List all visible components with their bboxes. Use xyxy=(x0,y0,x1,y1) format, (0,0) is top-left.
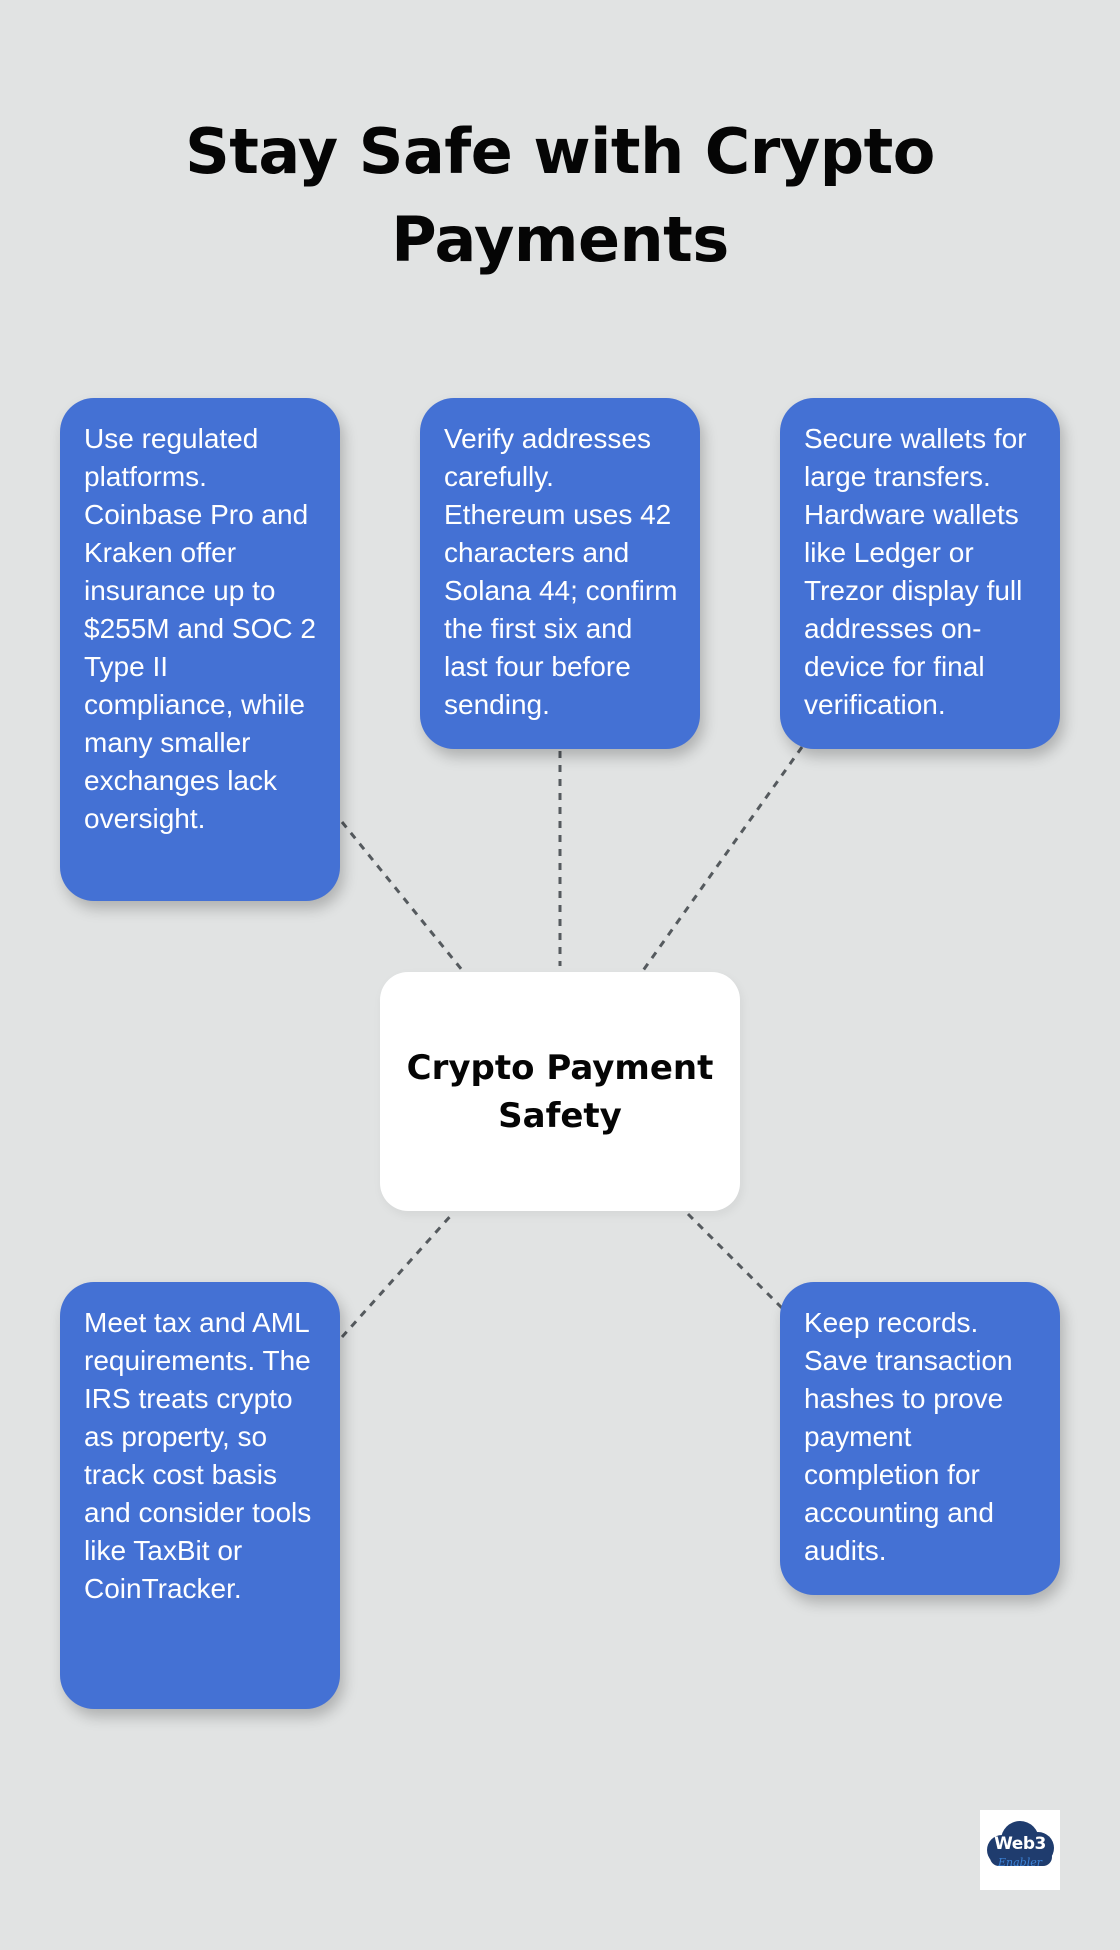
node-text: Verify addresses carefully. Ethereum use… xyxy=(444,423,678,720)
logo-name: Web3 xyxy=(994,1834,1046,1854)
cloud-icon xyxy=(980,1810,1060,1890)
center-node-label: Crypto Payment Safety xyxy=(406,1047,714,1136)
node-text: Secure wallets for large transfers. Hard… xyxy=(804,423,1027,720)
connector-keep-records xyxy=(686,1212,784,1310)
diagram-title: Stay Safe with Crypto Payments xyxy=(185,115,935,276)
node-secure-wallets: Secure wallets for large transfers. Hard… xyxy=(780,398,1060,749)
connector-secure-wallets xyxy=(640,746,804,973)
connector-regulated-platforms xyxy=(340,821,464,971)
brand-logo: Web3 Enabler xyxy=(980,1810,1060,1890)
node-regulated-platforms: Use regulated platforms. Coinbase Pro an… xyxy=(60,398,340,901)
connector-tax-aml xyxy=(340,1210,456,1339)
center-node: Crypto Payment Safety xyxy=(380,972,740,1211)
node-keep-records: Keep records. Save transaction hashes to… xyxy=(780,1282,1060,1595)
node-text: Keep records. Save transaction hashes to… xyxy=(804,1307,1013,1566)
logo-subtitle: Enabler xyxy=(998,1856,1042,1869)
node-verify-addresses: Verify addresses carefully. Ethereum use… xyxy=(420,398,700,749)
node-tax-aml: Meet tax and AML requirements. The IRS t… xyxy=(60,1282,340,1709)
node-text: Meet tax and AML requirements. The IRS t… xyxy=(84,1307,312,1604)
node-text: Use regulated platforms. Coinbase Pro an… xyxy=(84,423,316,834)
